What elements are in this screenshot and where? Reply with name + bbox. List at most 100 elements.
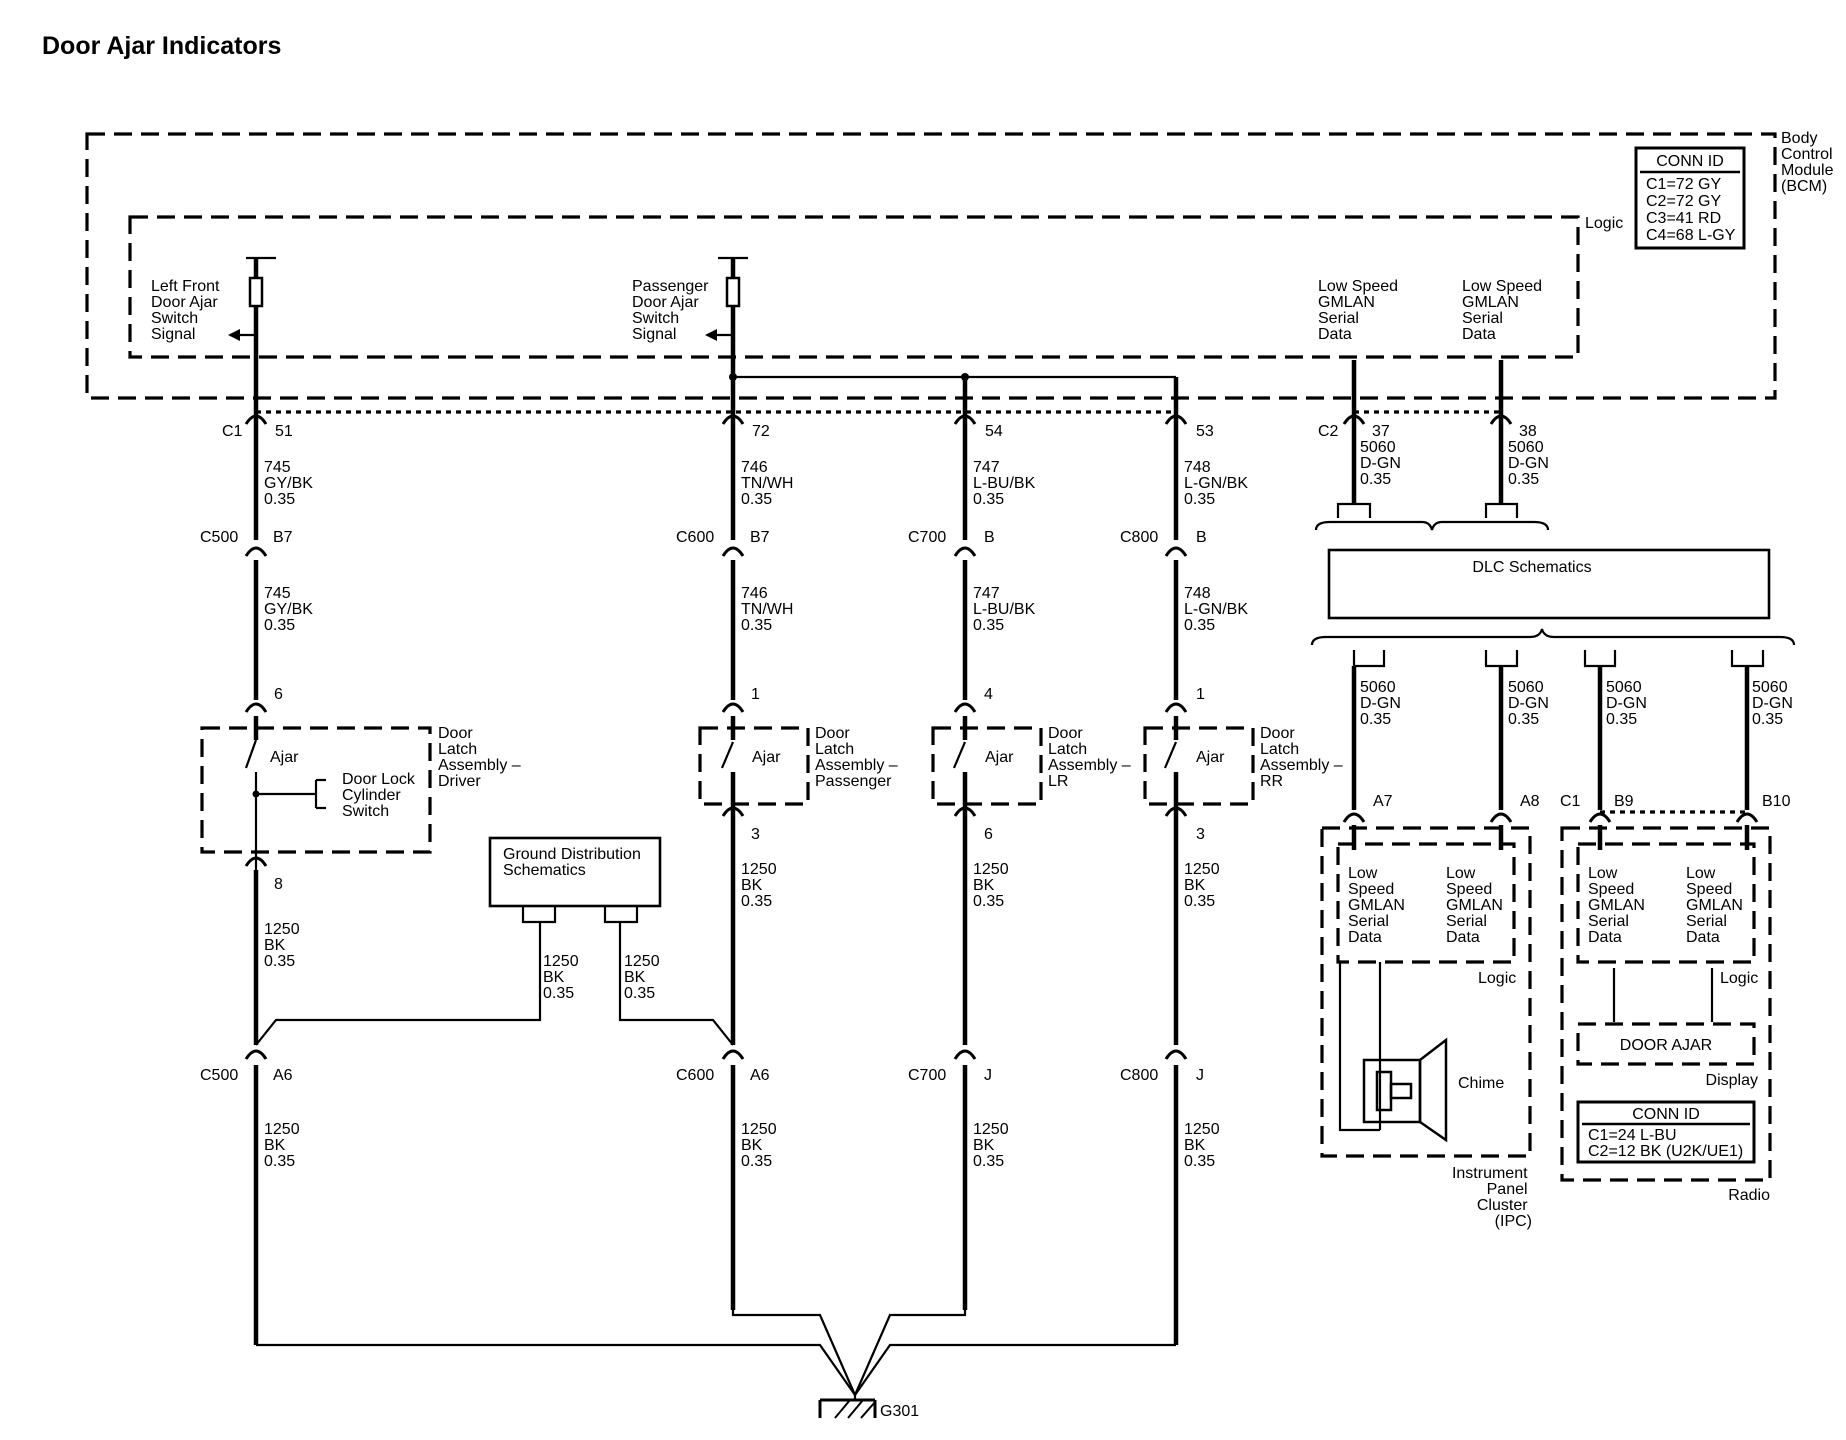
ipc-gmlan-b-label: Low Speed GMLAN Serial Data [1446,865,1507,946]
connector-pin-icon [721,546,745,557]
bcm-conn-id-lines: C1=72 GY C2=72 GY C3=41 RD C4=68 L-GY [1646,176,1736,244]
pass-ajar-label: Ajar [752,749,781,766]
connector-pin-icon [953,702,977,713]
pa-pin-bot: 3 [751,826,760,843]
pullup-resistor-icon [725,276,741,308]
connector-pin-icon [1164,546,1188,557]
bcm-label: Body Control Module (BCM) [1781,130,1838,195]
connector-pin-icon [953,414,977,425]
connector-pin-icon [721,702,745,713]
dlc-section: DLC Schematics [1310,420,1796,810]
chime-label: Chime [1458,1075,1504,1092]
driver-latch-assembly: Ajar Door Lock Cylinder Switch Door Latc… [200,716,525,870]
bcm-logic-label: Logic [1585,215,1623,232]
conn-c2-label: C2 [1318,423,1339,440]
splice-dot [252,790,260,798]
ajar-switch-icon [244,739,258,769]
conn-c1-pin-53: 53 [1196,423,1214,440]
conn-c700-top-pin: B [984,529,995,546]
connector-pin-icon [1489,414,1513,425]
connector-pin-icon [721,414,745,425]
conn-c600-bot-pin: A6 [750,1067,770,1084]
pass-latch-label: Door Latch Assembly – Passenger [815,725,902,790]
conn-c600-top: C600 [676,529,714,546]
conn-c800-bot: C800 [1120,1067,1158,1084]
ipc-gmlan-a-label: Low Speed GMLAN Serial Data [1348,865,1409,946]
radio-gmlan-b-label: Low Speed GMLAN Serial Data [1686,865,1747,946]
conn-c800-top-pin: B [1196,529,1207,546]
connector-pin-icon [1164,414,1188,425]
radio-conn-id-lines: C1=24 L-BU C2=12 BK (U2K/UE1) [1588,1127,1743,1160]
conn-c1-pin-54: 54 [985,423,1003,440]
connector-pin-icon [244,546,268,557]
conn-c800-top: C800 [1120,529,1158,546]
radio-gmlan-a-label: Low Speed GMLAN Serial Data [1588,865,1649,946]
ajar-switch-icon [1163,741,1178,769]
conn-c500-bot: C500 [200,1067,238,1084]
ground-distribution-label: Ground Distribution Schematics [503,846,645,879]
conn-c700-bot-pin: J [984,1067,992,1084]
driver-latch-label: Door Latch Assembly – Driver [438,725,525,790]
drv-ajar-label: Ajar [270,749,299,766]
lock-cylinder-label: Door Lock Cylinder Switch [342,771,419,820]
bcm-gmlan-b-label: Low Speed GMLAN Serial Data [1462,278,1547,343]
page-title: Door Ajar Indicators [42,32,281,60]
connector-pin-icon [244,702,268,713]
dlc-label: DLC Schematics [1472,559,1591,576]
ipc-logic-label: Logic [1478,970,1516,987]
wire-runs [253,420,1179,1396]
splice-dot [729,373,737,381]
connector-pin-icon [1164,1049,1188,1060]
connector-pin-icon [244,414,268,425]
ipc-module: Low Speed GMLAN Serial Data Low Speed GM… [1320,825,1532,1230]
bcm-pass-signal-label: Passenger Door Ajar Switch Signal [632,278,713,343]
bcm-gmlan-a-label: Low Speed GMLAN Serial Data [1318,278,1403,343]
connector-pin-icon [1164,702,1188,713]
radio-conn-id-box: CONN ID C1=24 L-BU C2=12 BK (U2K/UE1) [1576,1100,1756,1164]
bcm-gmlan: Low Speed GMLAN Serial Data Low Speed GM… [1318,278,1547,420]
ground-g301-icon [818,1395,877,1419]
drv-pin-top: 6 [274,686,283,703]
conn-ipc-a7: A7 [1373,793,1393,810]
connector-pin-icon [1588,812,1612,823]
conn-c2-pin-37: 37 [1372,423,1390,440]
conn-ipc-a8: A8 [1520,793,1540,810]
dlc-box [1327,548,1771,620]
conn-c700-top: C700 [908,529,946,546]
ipc-label: Instrument Panel Cluster (IPC) [1452,1165,1532,1230]
bcm-pass-signal: Passenger Door Ajar Switch Signal [632,256,1179,420]
display-label: Display [1706,1072,1758,1089]
conn-c1-label: C1 [222,423,243,440]
conn-radio-c1: C1 [1560,793,1581,810]
passenger-latch-assembly: Ajar Door Latch Assembly – Passenger [698,716,902,820]
connector-pin-icon [953,546,977,557]
conn-c1-pin-72: 72 [752,423,770,440]
conn-radio-b9: B9 [1614,793,1634,810]
radio-label: Radio [1728,1187,1770,1204]
radio-logic-label: Logic [1720,970,1758,987]
bcm-conn-id-box: CONN ID C1=72 GY C2=72 GY C3=41 RD C4=68… [1634,146,1746,250]
connector-pin-icon [1342,812,1366,823]
pullup-resistor-icon [248,276,264,308]
lr-latch-label: Door Latch Assembly – LR [1048,725,1135,790]
ground-g301-label: G301 [880,1403,919,1420]
rr-pin-top: 1 [1196,686,1205,703]
ground-distribution-box: Ground Distribution Schematics [488,836,662,924]
conn-c800-bot-pin: J [1196,1067,1204,1084]
signal-arrow-icon [705,329,717,341]
connector-pin-icon [953,1049,977,1060]
conn-c500-top: C500 [200,529,238,546]
radio-conn-id-title: CONN ID [1632,1106,1700,1123]
